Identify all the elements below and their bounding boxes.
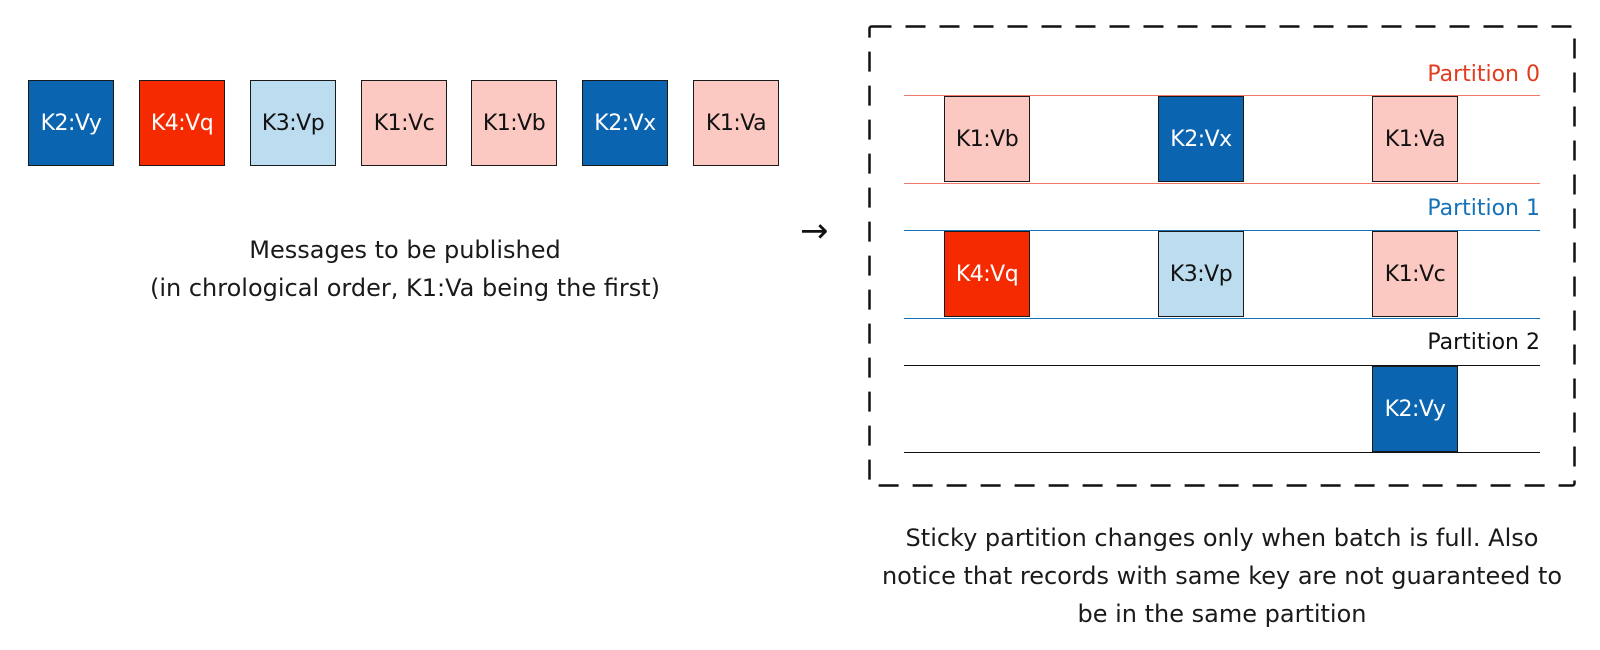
message-k4-vq: K4:Vq bbox=[139, 80, 225, 166]
partitions-caption-line-1: Sticky partition changes only when batch… bbox=[905, 524, 1539, 552]
partition-0-record-k1-vb: K1:Vb bbox=[944, 96, 1030, 182]
partition-1-top-line bbox=[904, 230, 1540, 231]
partition-0-top-line bbox=[904, 95, 1540, 96]
queue-caption-line-1: Messages to be published bbox=[249, 236, 561, 264]
partition-0-bottom-line bbox=[904, 183, 1540, 184]
partition-1-bottom-line bbox=[904, 318, 1540, 319]
partition-2-bottom-line bbox=[904, 452, 1540, 453]
partition-0-record-k2-vx: K2:Vx bbox=[1158, 96, 1244, 182]
message-k1-va: K1:Va bbox=[693, 80, 779, 166]
partition-0-record-k1-va: K1:Va bbox=[1372, 96, 1458, 182]
partitions-caption-line-2: notice that records with same key are no… bbox=[881, 562, 1563, 590]
message-k2-vx: K2:Vx bbox=[582, 80, 668, 166]
partition-1-label: Partition 1 bbox=[1427, 196, 1540, 221]
partitions-caption-line-3: be in the same partition bbox=[1077, 600, 1367, 628]
message-k1-vb: K1:Vb bbox=[471, 80, 557, 166]
message-k1-vc: K1:Vc bbox=[361, 80, 447, 166]
partitions-caption: Sticky partition changes only when batch… bbox=[860, 519, 1584, 633]
queue-caption-line-2: (in chrological order, K1:Va being the f… bbox=[149, 274, 660, 302]
message-k2-vy: K2:Vy bbox=[28, 80, 114, 166]
queue-caption: Messages to be published (in chrological… bbox=[60, 231, 750, 307]
partitions-container bbox=[868, 25, 1576, 487]
message-k3-vp: K3:Vp bbox=[250, 80, 336, 166]
partition-1-record-k1-vc: K1:Vc bbox=[1372, 231, 1458, 317]
partition-2-label: Partition 2 bbox=[1427, 330, 1540, 355]
partition-1-record-k4-vq: K4:Vq bbox=[944, 231, 1030, 317]
partition-0-label: Partition 0 bbox=[1427, 62, 1540, 87]
partition-2-record-k2-vy: K2:Vy bbox=[1372, 366, 1458, 452]
right-arrow-icon: → bbox=[800, 211, 829, 251]
partition-2-top-line bbox=[904, 365, 1540, 366]
partition-1-record-k3-vp: K3:Vp bbox=[1158, 231, 1244, 317]
